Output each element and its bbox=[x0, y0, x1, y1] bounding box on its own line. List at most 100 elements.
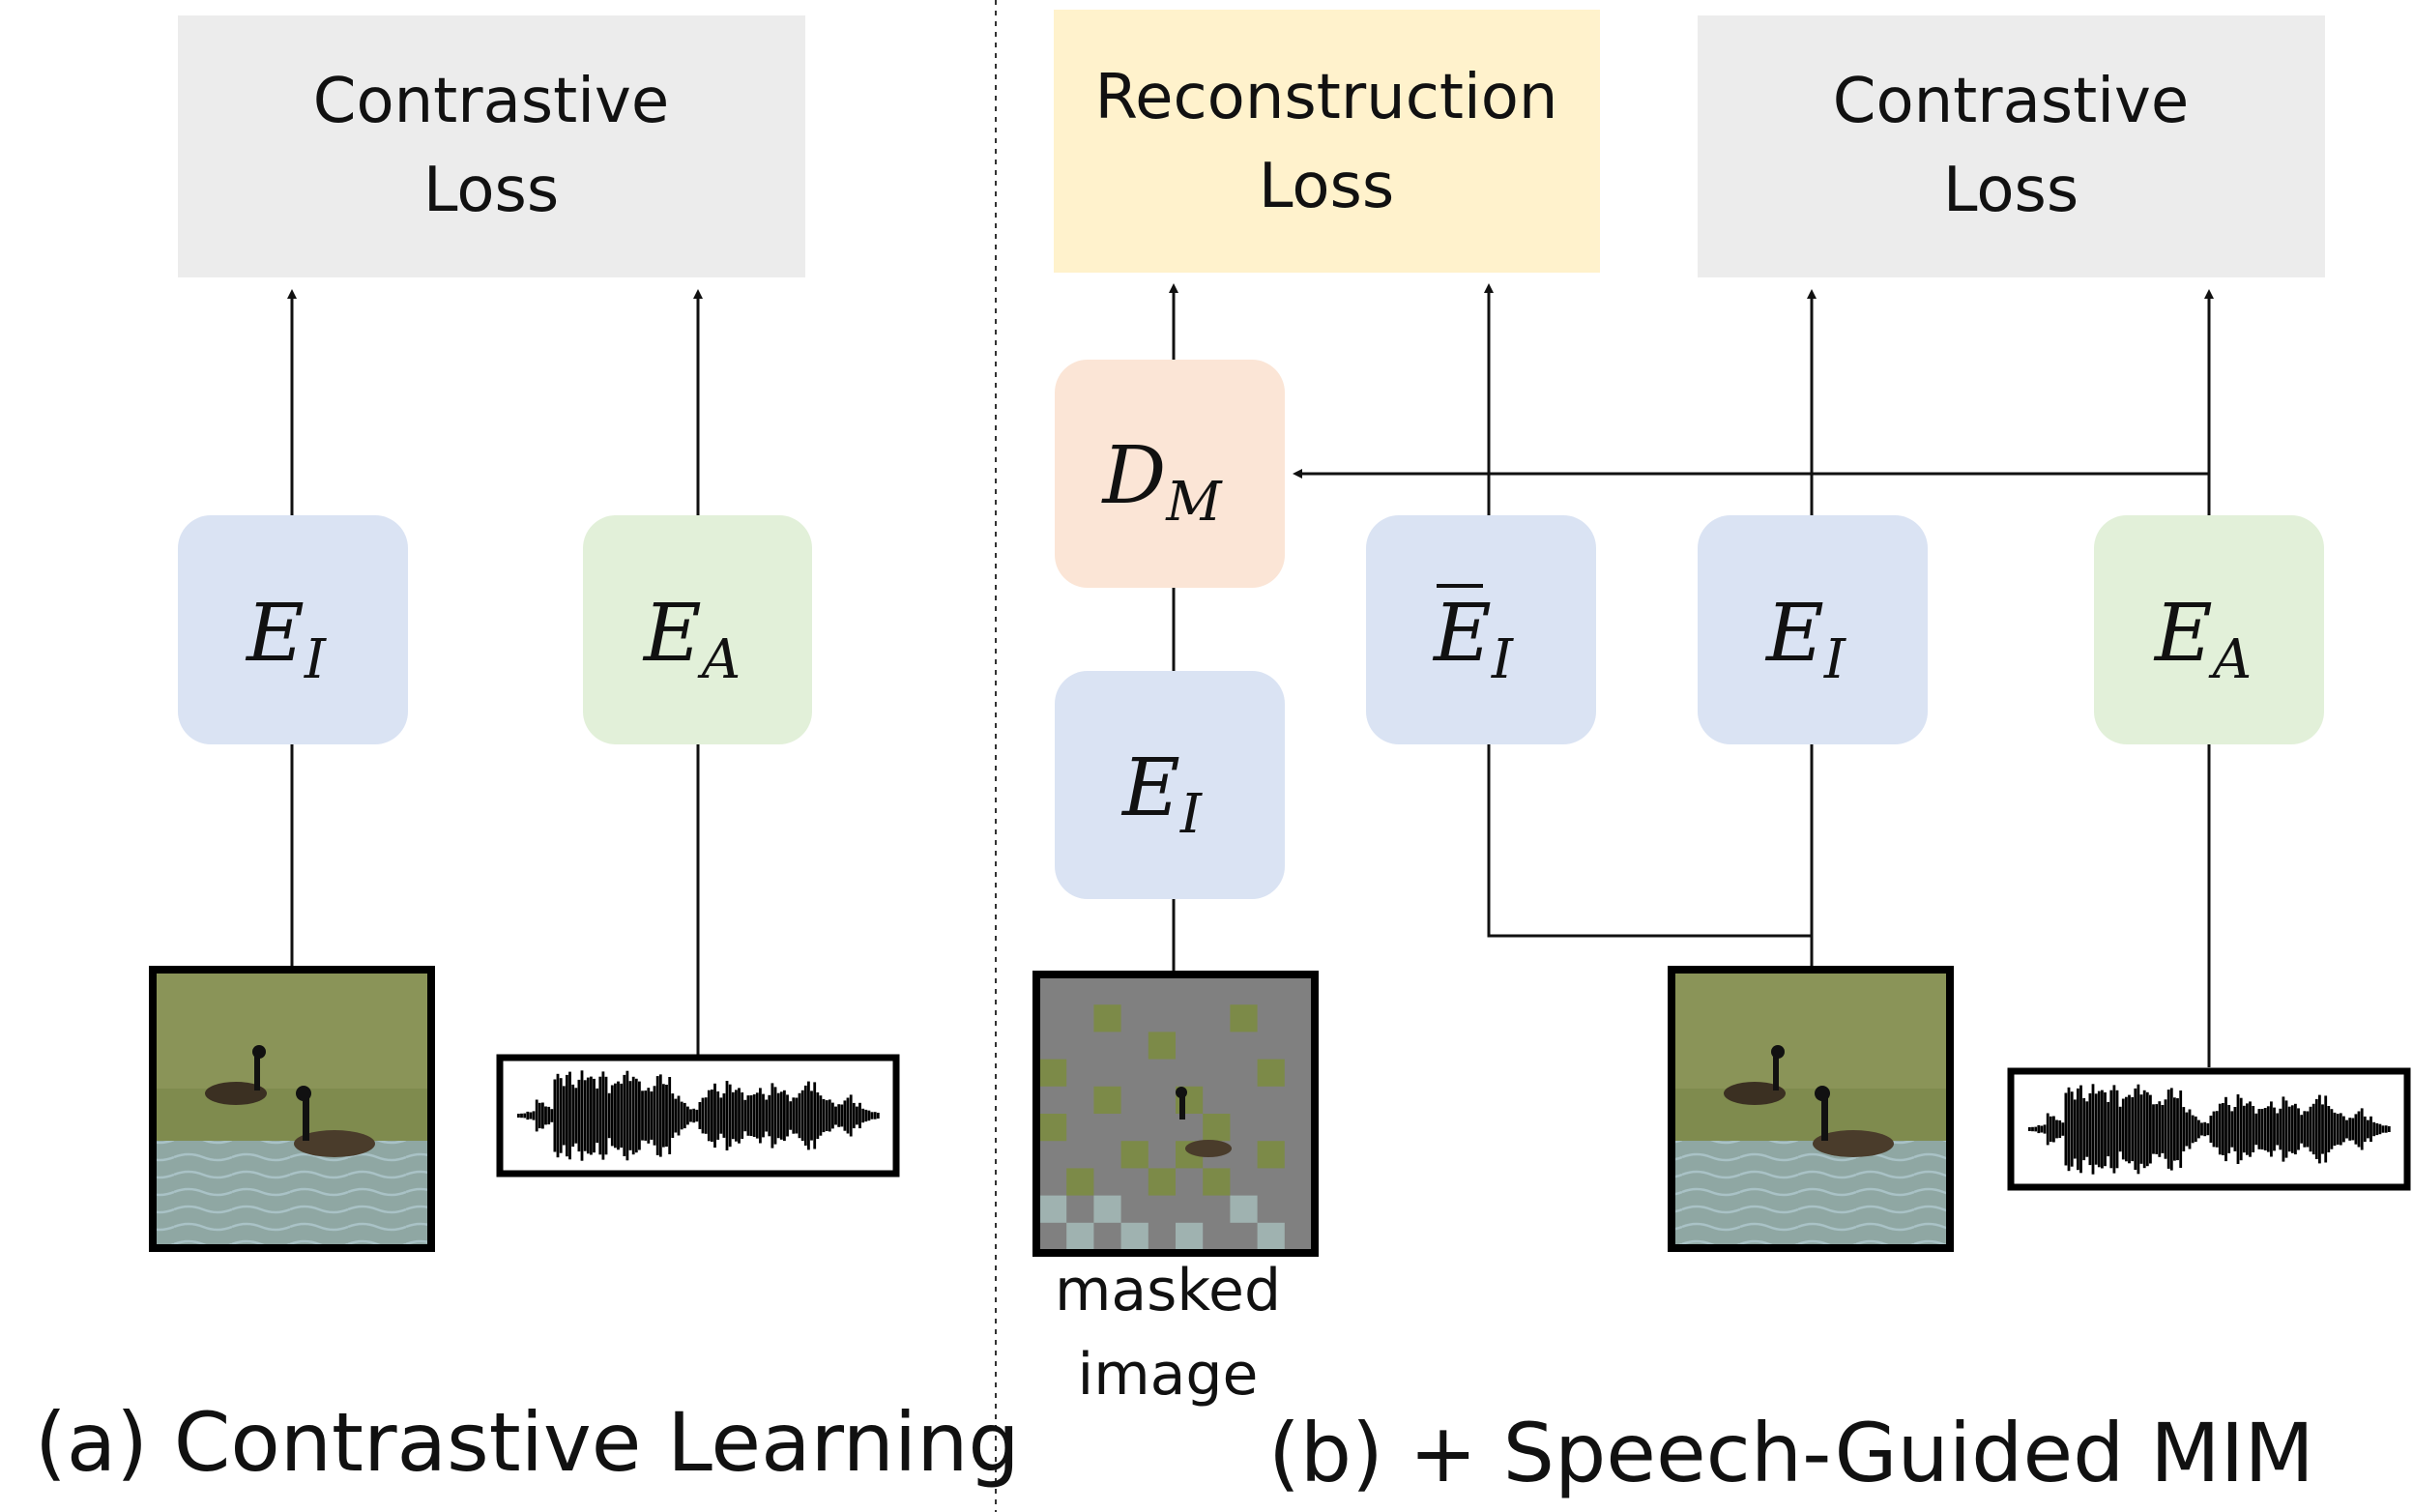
waveform-bar bbox=[776, 1092, 780, 1139]
waveform-bar bbox=[634, 1078, 638, 1153]
audio-encoder-a bbox=[583, 515, 812, 744]
waveform-bar bbox=[689, 1109, 692, 1122]
waveform-bar bbox=[2104, 1091, 2107, 1167]
waveform-bar bbox=[2327, 1106, 2331, 1152]
image-encoder-b-label: EI bbox=[1764, 588, 1847, 691]
waveform-bar bbox=[798, 1092, 801, 1139]
waveform-bar bbox=[789, 1101, 793, 1130]
waveform-bar bbox=[2115, 1090, 2119, 1169]
waveform-bar bbox=[2164, 1099, 2167, 1159]
waveform-bar bbox=[2200, 1122, 2203, 1136]
waveform-bar bbox=[2345, 1119, 2348, 1139]
waveform-bar bbox=[665, 1085, 668, 1148]
waveform-bar bbox=[2137, 1084, 2140, 1175]
waveform-bar bbox=[711, 1090, 713, 1142]
waveform-bar bbox=[2309, 1106, 2312, 1152]
waveform-bar bbox=[559, 1078, 563, 1153]
goose-image-b bbox=[1668, 966, 1954, 1252]
visible-patch bbox=[1039, 1059, 1067, 1087]
waveform-bar bbox=[2230, 1111, 2234, 1148]
image-encoder-a bbox=[178, 515, 408, 744]
waveform-bar bbox=[692, 1108, 696, 1123]
waveform-bar bbox=[698, 1102, 702, 1129]
visible-patch bbox=[1093, 1195, 1121, 1223]
waveform-bar bbox=[743, 1099, 747, 1132]
waveform-bar bbox=[773, 1087, 777, 1145]
waveform-bar bbox=[762, 1093, 765, 1138]
waveform-bar bbox=[2339, 1113, 2342, 1146]
waveform-bar bbox=[668, 1077, 672, 1154]
waveform-bar bbox=[792, 1097, 796, 1134]
waveform-bar bbox=[2169, 1088, 2173, 1171]
waveform-bar bbox=[2270, 1101, 2273, 1157]
waveform-bar bbox=[2290, 1105, 2294, 1153]
waveform-bar bbox=[731, 1091, 735, 1140]
waveform-bar bbox=[738, 1088, 741, 1144]
waveform-bar bbox=[655, 1076, 659, 1155]
waveform-bar bbox=[2252, 1106, 2255, 1152]
waveform-bar bbox=[741, 1092, 744, 1139]
waveform-bar bbox=[759, 1088, 762, 1144]
waveform-bar bbox=[2101, 1090, 2104, 1169]
waveform-bar bbox=[2085, 1101, 2089, 1157]
waveform-bar bbox=[2161, 1105, 2165, 1153]
waveform-bar bbox=[574, 1088, 578, 1144]
waveform-bar bbox=[2055, 1119, 2058, 1139]
waveform-bar bbox=[755, 1092, 759, 1139]
audio-encoder-b bbox=[2094, 515, 2324, 744]
waveform-bar bbox=[2052, 1116, 2055, 1143]
waveform-bar bbox=[607, 1092, 611, 1139]
waveform-bar bbox=[2354, 1114, 2358, 1145]
panel-a: Contrastive Loss EI EA bbox=[35, 15, 1020, 1490]
visible-patch bbox=[1120, 1222, 1148, 1250]
waveform-bar bbox=[2300, 1115, 2304, 1144]
waveform-bar bbox=[686, 1106, 689, 1125]
waveform-bar bbox=[2031, 1126, 2034, 1132]
waveform-bar bbox=[596, 1088, 599, 1144]
masked-image bbox=[1032, 971, 1319, 1257]
waveform-bar bbox=[2145, 1091, 2149, 1167]
waveform-bar bbox=[849, 1094, 853, 1137]
waveform-bar bbox=[2330, 1109, 2334, 1149]
waveform-bar bbox=[2043, 1124, 2047, 1134]
waveform-bar bbox=[662, 1084, 665, 1148]
waveform-bar bbox=[2028, 1127, 2031, 1131]
waveform-bar bbox=[2203, 1121, 2207, 1137]
waveform-bar bbox=[535, 1099, 538, 1132]
waveform-bar bbox=[834, 1106, 837, 1125]
waveform-bar bbox=[2321, 1104, 2324, 1154]
visible-patch bbox=[1148, 1032, 1176, 1060]
waveform-bar bbox=[783, 1090, 786, 1142]
waveform-bar bbox=[2287, 1106, 2291, 1152]
audio-encoder-b-label: EA bbox=[2153, 588, 2252, 691]
waveform-bar bbox=[593, 1078, 596, 1153]
waveform-bar bbox=[695, 1109, 699, 1122]
waveform-bar bbox=[707, 1090, 711, 1142]
caption-a: (a) Contrastive Learning bbox=[35, 1395, 1020, 1490]
speech-waveform-b bbox=[2007, 1067, 2411, 1191]
waveform-bar bbox=[807, 1081, 810, 1150]
waveform-bar bbox=[2067, 1087, 2071, 1172]
waveform-bar bbox=[2348, 1118, 2352, 1141]
waveform-bar bbox=[870, 1112, 874, 1119]
waveform-bar bbox=[623, 1074, 626, 1156]
waveform-bar bbox=[526, 1111, 530, 1120]
waveform-bar bbox=[725, 1081, 729, 1150]
waveform-bar bbox=[2046, 1113, 2050, 1146]
caption-b: (b) + Speech-Guided MIM bbox=[1268, 1406, 2314, 1500]
waveform-bar bbox=[2311, 1103, 2315, 1155]
waveform-bar bbox=[779, 1091, 783, 1140]
waveform-bar bbox=[2142, 1090, 2146, 1169]
reconstruction-loss-box bbox=[1054, 10, 1600, 273]
waveform-bar bbox=[831, 1102, 834, 1129]
waveform-bar bbox=[677, 1095, 681, 1136]
waveform-bar bbox=[2209, 1116, 2213, 1143]
waveform-bar bbox=[601, 1071, 605, 1160]
visible-patch bbox=[1039, 1195, 1067, 1223]
waveform-bar bbox=[2091, 1084, 2095, 1175]
contrastive-loss-b-line2: Loss bbox=[1943, 155, 2079, 226]
waveform-bar bbox=[2378, 1123, 2382, 1135]
waveform-bar bbox=[843, 1100, 847, 1131]
waveform-bar bbox=[529, 1112, 533, 1119]
waveform-bar bbox=[810, 1090, 813, 1141]
